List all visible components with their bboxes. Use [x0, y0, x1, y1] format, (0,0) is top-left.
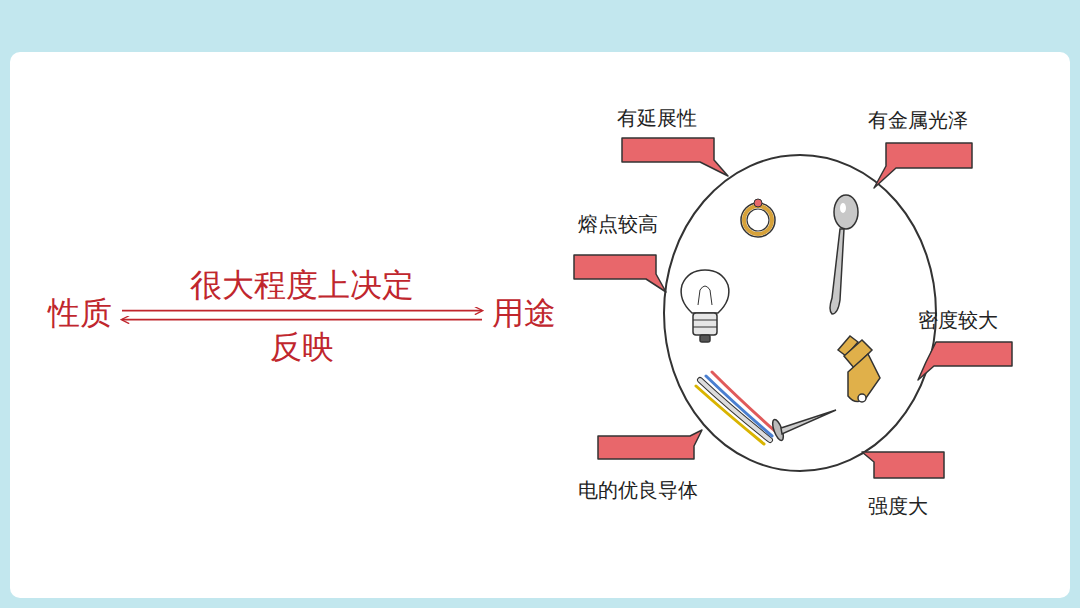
concept-label: 用途	[490, 292, 558, 334]
property-label: 有金属光泽	[868, 108, 968, 132]
nail-picture	[770, 410, 836, 442]
concept-text-node: 性质	[46, 292, 114, 334]
callout-bubble	[862, 452, 944, 478]
property-label: 熔点较高	[578, 212, 658, 236]
concept-label: 性质	[46, 292, 114, 334]
callout-bubble	[622, 138, 728, 176]
relation-label: 反映	[270, 328, 334, 366]
bulb-picture	[681, 270, 729, 342]
panel	[10, 52, 1070, 598]
metal-ellipse	[664, 155, 936, 471]
spoon-picture	[830, 195, 858, 314]
relation-arrow	[122, 310, 482, 312]
wires-picture	[696, 372, 776, 444]
brass-part-picture	[838, 336, 880, 402]
relation-arrow	[122, 319, 482, 321]
callout-bubble	[574, 255, 666, 292]
property-label: 有延展性	[617, 106, 697, 130]
ring-picture	[741, 199, 775, 237]
property-label: 密度较大	[918, 308, 998, 332]
property-label: 强度大	[868, 494, 928, 518]
callout-bubble	[874, 143, 972, 188]
callout-bubble	[598, 430, 702, 459]
callout-bubble	[918, 342, 1012, 380]
property-label: 电的优良导体	[578, 478, 698, 502]
relation-label: 很大程度上决定	[190, 266, 414, 304]
callout-bubbles	[574, 138, 1012, 478]
concept-text-node: 用途	[490, 292, 558, 334]
